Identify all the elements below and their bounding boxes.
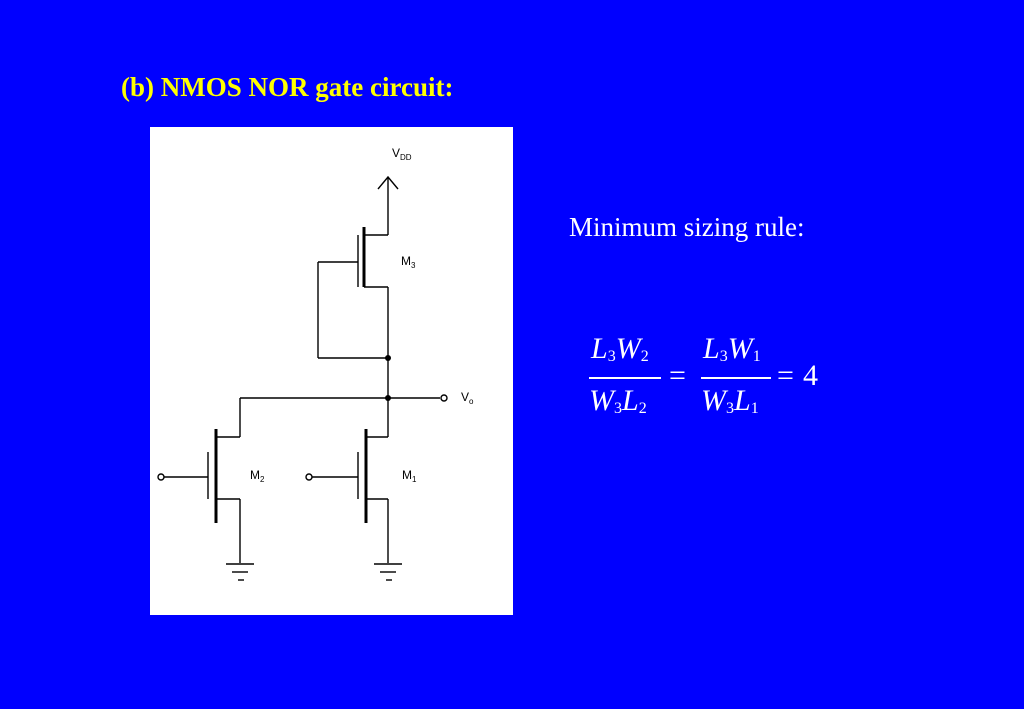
equals-sign-1: = [669, 359, 686, 392]
sizing-rule-label: Minimum sizing rule: [569, 212, 805, 242]
m1-gate-terminal [305, 473, 313, 481]
frac2-numerator: L3W1 [703, 332, 761, 365]
ground-symbol-m2 [226, 563, 254, 581]
ground-symbol-m1 [374, 563, 402, 581]
frac1-denominator: W3L2 [589, 384, 647, 417]
frac1-bar [589, 377, 661, 379]
result-value: 4 [803, 359, 818, 392]
m2-label: M2 [250, 468, 265, 484]
vo-label: Vo [461, 390, 474, 406]
m2-gate-terminal [157, 473, 165, 481]
frac2-bar [701, 377, 771, 379]
m1-label: M1 [402, 468, 417, 484]
frac2-denominator: W3L1 [701, 384, 759, 417]
page-title: (b) NMOS NOR gate circuit: [121, 72, 454, 102]
nor-gate-schematic: VDD M3 Vo M2 M1 [157, 146, 474, 581]
junction-dot-upper [385, 355, 391, 361]
junction-dot-output [385, 395, 391, 401]
wires [157, 175, 448, 581]
vdd-arrow [377, 175, 399, 190]
m3-label: M3 [401, 254, 416, 270]
circuit-diagram-panel: VDD M3 Vo M2 M1 [150, 127, 513, 615]
vdd-label: VDD [392, 146, 412, 162]
frac1-numerator: L3W2 [591, 332, 649, 365]
vo-terminal [440, 394, 448, 402]
equals-sign-2: = [777, 359, 794, 392]
